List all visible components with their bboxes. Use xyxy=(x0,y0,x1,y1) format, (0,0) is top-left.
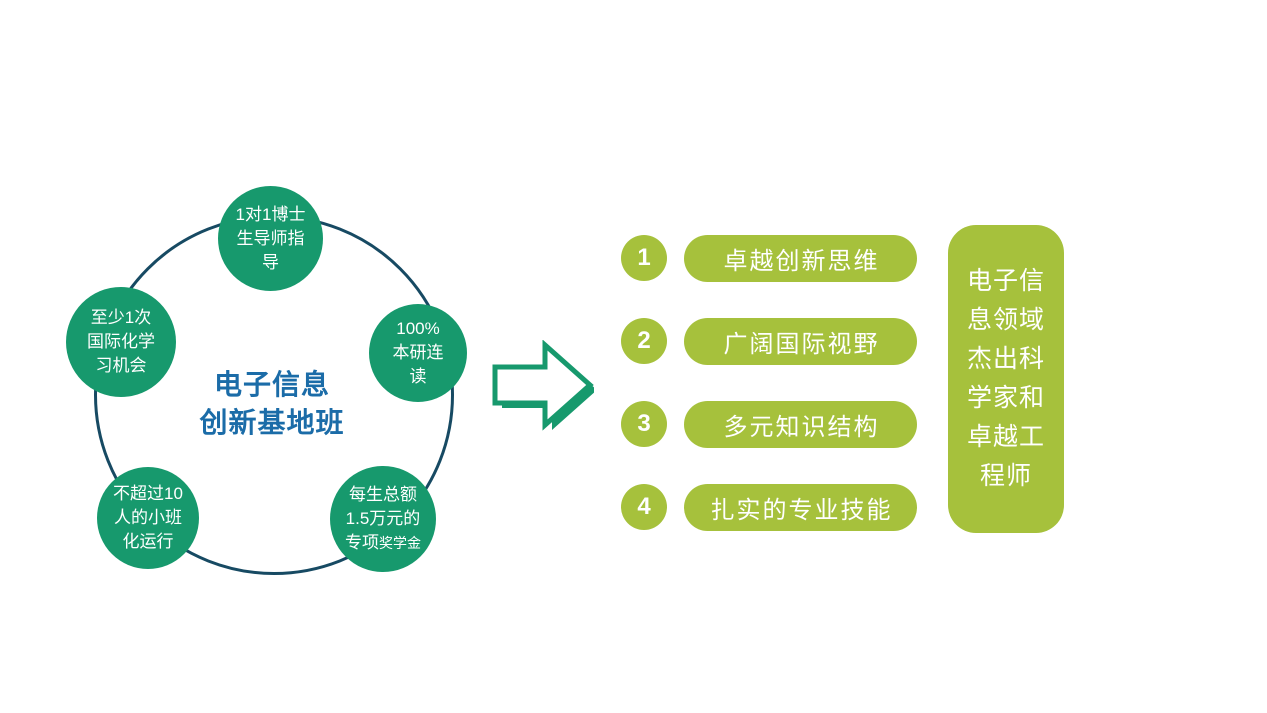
outcome-pill: 广阔国际视野 xyxy=(684,318,917,365)
outcome-number: 4 xyxy=(637,493,651,520)
satellite-line: 至少1次 xyxy=(90,308,152,327)
goal-line: 卓越工 xyxy=(966,423,1045,451)
outcome-number-badge: 3 xyxy=(621,401,667,447)
outcome-label: 广阔国际视野 xyxy=(723,331,880,358)
outcome-number-badge: 1 xyxy=(621,235,667,281)
goal-line: 学家和 xyxy=(966,384,1045,412)
outcome-pill: 卓越创新思维 xyxy=(684,235,917,282)
arrow-front-shape xyxy=(492,339,594,431)
hub-title-line: 电子信息 xyxy=(213,369,330,400)
outcome-label: 卓越创新思维 xyxy=(723,248,880,275)
outcome-label: 扎实的专业技能 xyxy=(710,497,893,524)
satellite-line: 化运行 xyxy=(122,532,174,551)
outcome-number: 2 xyxy=(637,327,651,354)
satellite-circle-continuous-study: 100% 本研连 读 xyxy=(369,304,467,402)
goal-line: 程师 xyxy=(979,462,1032,490)
satellite-line-main: 专项 xyxy=(345,533,379,552)
satellite-line: 1.5万元的 xyxy=(345,509,421,528)
satellite-line: 导 xyxy=(262,252,279,272)
satellite-line-small: 奖学金 xyxy=(379,535,421,551)
goal-line: 杰出科 xyxy=(966,345,1045,373)
hub-title: 电子信息 创新基地班 xyxy=(147,366,397,442)
satellite-line: 习机会 xyxy=(95,356,147,375)
outcome-number: 3 xyxy=(637,410,651,437)
outcome-number: 1 xyxy=(637,244,651,271)
hub-title-line: 创新基地班 xyxy=(199,407,345,438)
satellite-line: 读 xyxy=(409,367,427,386)
satellite-line: 本研连 xyxy=(392,343,444,362)
satellite-circle-scholarship: 每生总额 1.5万元的 专项 奖学金 xyxy=(330,466,436,572)
satellite-circle-international: 至少1次 国际化学 习机会 xyxy=(66,287,176,397)
satellite-circle-small-class: 不超过10 人的小班 化运行 xyxy=(97,467,199,569)
satellite-circle-mentor: 1对1博士 生导师指 导 xyxy=(218,186,323,291)
transform-arrow-icon xyxy=(492,339,597,432)
satellite-line: 国际化学 xyxy=(87,332,155,351)
goal-line: 息领域 xyxy=(966,306,1045,334)
goal-box: 电子信 息领域 杰出科 学家和 卓越工 程师 xyxy=(948,225,1064,533)
outcome-pill: 扎实的专业技能 xyxy=(684,484,917,531)
outcome-label: 多元知识结构 xyxy=(723,414,880,441)
satellite-line: 100% xyxy=(396,319,440,338)
satellite-line: 1对1博士 xyxy=(235,204,306,224)
satellite-line: 每生总额 xyxy=(349,485,417,504)
satellite-line: 不超过10 xyxy=(113,484,183,503)
satellite-line: 生导师指 xyxy=(236,228,305,248)
outcome-number-badge: 4 xyxy=(621,484,667,530)
satellite-line: 人的小班 xyxy=(114,508,182,527)
satellite-line: 专项 奖学金 xyxy=(345,531,421,555)
goal-line: 电子信 xyxy=(966,267,1045,295)
outcome-number-badge: 2 xyxy=(621,318,667,364)
outcome-pill: 多元知识结构 xyxy=(684,401,917,448)
